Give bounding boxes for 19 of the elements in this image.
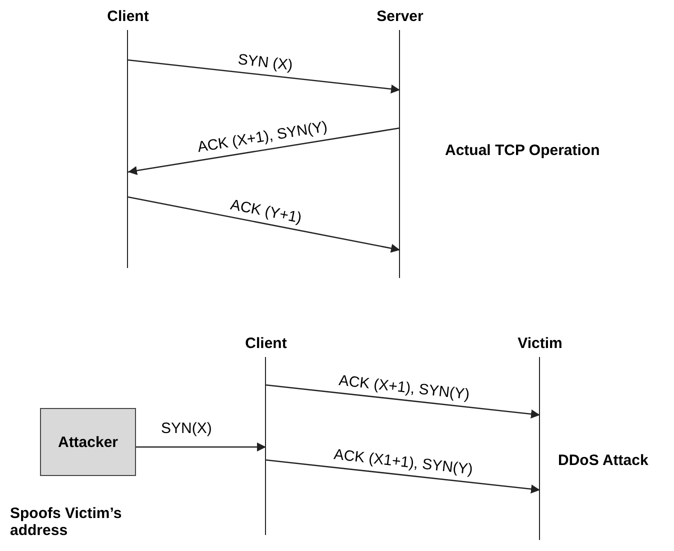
- arrow: [128, 59, 400, 94]
- arrow: [136, 442, 266, 452]
- edge-label: SYN (X): [236, 51, 294, 74]
- section-title: Actual TCP Operation: [445, 142, 600, 159]
- arrow: [266, 459, 540, 494]
- edge-label: ACK (X1+1), SYN(Y): [333, 446, 474, 479]
- arrow: [128, 127, 400, 175]
- lifeline: Client: [83, 8, 173, 268]
- process-box: Attacker: [40, 408, 136, 476]
- arrow: [128, 196, 400, 253]
- edge-label: SYN(X): [161, 420, 212, 437]
- edge-label: ACK (Y+1): [228, 196, 303, 226]
- section-title: DDoS Attack: [558, 452, 648, 469]
- lifeline: Client: [221, 335, 311, 535]
- lifeline: Server: [355, 8, 445, 278]
- caption-text: Spoofs Victim’s address: [10, 505, 123, 539]
- edge-label: ACK (X+1), SYN(Y): [338, 372, 470, 404]
- edge-label: ACK (X+1), SYN(Y): [196, 118, 329, 156]
- arrow: [266, 384, 540, 418]
